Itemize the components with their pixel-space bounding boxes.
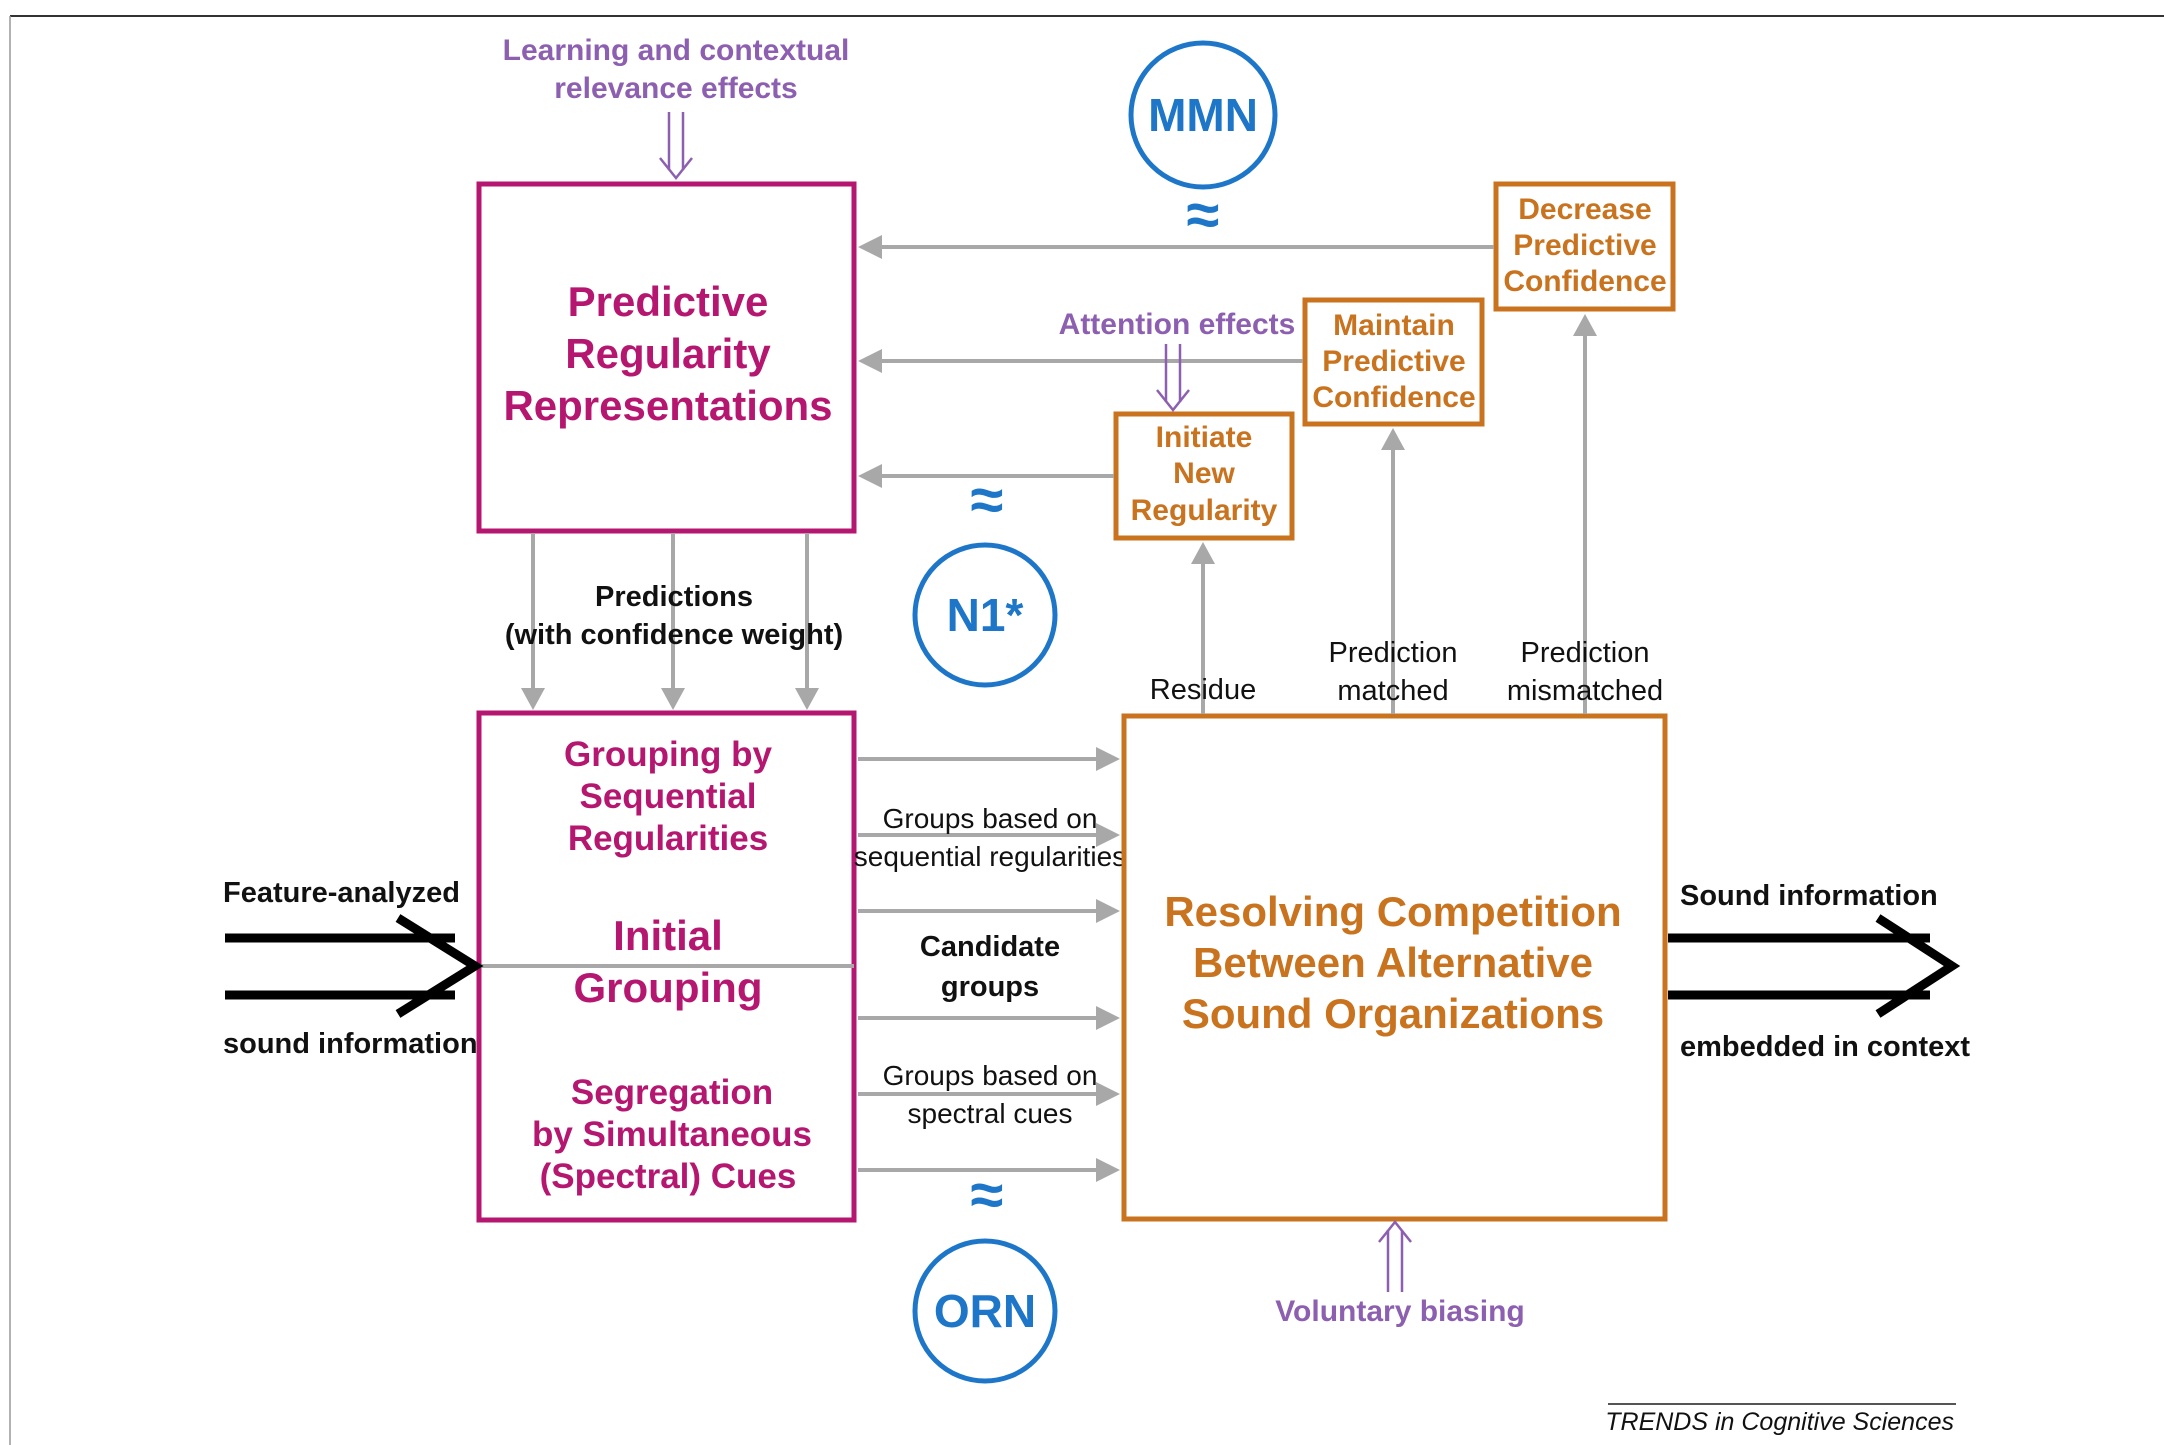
prediction-mismatched-label-line1: Prediction — [1521, 637, 1650, 669]
grouping-sequential-line1: Grouping by — [564, 735, 773, 774]
initial-grouping-line1: Initial — [613, 912, 723, 959]
predictions-label-line2: (with confidence weight) — [505, 619, 843, 651]
grouping-sequential-line3: Regularities — [568, 819, 768, 858]
input-double-arrow — [225, 914, 484, 1018]
candidate-group-arrows — [858, 747, 1120, 1182]
output-double-arrow — [1668, 914, 1961, 1018]
mmn-circle — [1128, 40, 1278, 190]
resolving-competition-line2: Between Alternative — [1193, 939, 1593, 986]
n1-label: N1* — [947, 589, 1024, 641]
grouping-sequential-line2: Sequential — [580, 777, 757, 816]
prediction-matched-label-line1: Prediction — [1329, 637, 1458, 669]
prediction-mismatched-label-line2: mismatched — [1507, 675, 1663, 707]
segregation-line2: by Simultaneous — [532, 1115, 812, 1154]
decrease-confidence-box — [1493, 181, 1676, 312]
attention-effects-label: Attention effects — [1059, 308, 1296, 341]
orn-label: ORN — [934, 1285, 1036, 1337]
resolving-competition-line1: Resolving Competition — [1164, 888, 1621, 935]
maintain-confidence-box — [1302, 297, 1485, 427]
voluntary-double-arrow — [1378, 1219, 1412, 1292]
learning-effects-label-line2: relevance effects — [554, 72, 798, 105]
orn-approx-icon: ≈ — [971, 1161, 1004, 1228]
candidate-groups-label-line2: groups — [941, 971, 1039, 1003]
initiate-line1: Initiate — [1156, 421, 1253, 454]
mmn-approx-icon: ≈ — [1187, 181, 1220, 248]
decrease-line1: Decrease — [1518, 193, 1651, 226]
resolving-competition-line3: Sound Organizations — [1182, 990, 1604, 1037]
learning-effects-label-line1: Learning and contextual — [503, 34, 850, 67]
groups-spectral-label-line1: Groups based on — [883, 1060, 1098, 1091]
prediction-matched-label-line2: matched — [1337, 675, 1448, 707]
predictive-regularity-line2: Regularity — [565, 330, 771, 377]
predictions-arrows — [521, 533, 819, 710]
n1-approx-icon: ≈ — [971, 466, 1004, 533]
maintain-line3: Confidence — [1312, 381, 1475, 414]
residue-label: Residue — [1150, 674, 1256, 706]
n1-circle — [912, 542, 1058, 688]
output-label-top: Sound information — [1680, 880, 1938, 912]
footer-credit: TRENDS in Cognitive Sciences — [1605, 1408, 1954, 1436]
mmn-label: MMN — [1148, 89, 1258, 141]
groups-sequential-label-line2: sequential regularities — [854, 841, 1126, 872]
orn-circle — [912, 1238, 1058, 1384]
predictions-label-line1: Predictions — [595, 581, 753, 613]
initial-grouping-line2: Grouping — [574, 964, 763, 1011]
groups-sequential-label-line1: Groups based on — [883, 803, 1098, 834]
predictive-regularity-box — [476, 181, 857, 534]
feedback-up-arrows — [1191, 314, 1597, 714]
predictive-regularity-line1: Predictive — [568, 278, 769, 325]
initiate-line2: New — [1173, 457, 1235, 490]
learning-double-arrow — [659, 112, 693, 181]
segregation-line1: Segregation — [571, 1073, 773, 1112]
output-label-bottom: embedded in context — [1680, 1031, 1970, 1063]
input-label-top: Feature-analyzed — [223, 877, 460, 909]
feedback-left-arrows — [858, 235, 1494, 488]
voluntary-biasing-label: Voluntary biasing — [1275, 1295, 1524, 1328]
maintain-line2: Predictive — [1322, 345, 1465, 378]
attention-double-arrow — [1156, 344, 1190, 413]
segregation-line3: (Spectral) Cues — [540, 1157, 797, 1196]
groups-spectral-label-line2: spectral cues — [908, 1098, 1073, 1129]
resolving-competition-box — [1121, 713, 1668, 1222]
candidate-groups-label-line1: Candidate — [920, 931, 1060, 963]
initiate-line3: Regularity — [1131, 494, 1278, 527]
maintain-line1: Maintain — [1333, 309, 1455, 342]
predictive-regularity-line3: Representations — [503, 382, 832, 429]
initiate-new-regularity-box — [1113, 411, 1295, 541]
decrease-line3: Confidence — [1503, 265, 1666, 298]
input-label-bottom: sound information — [223, 1028, 478, 1060]
decrease-line2: Predictive — [1513, 229, 1656, 262]
